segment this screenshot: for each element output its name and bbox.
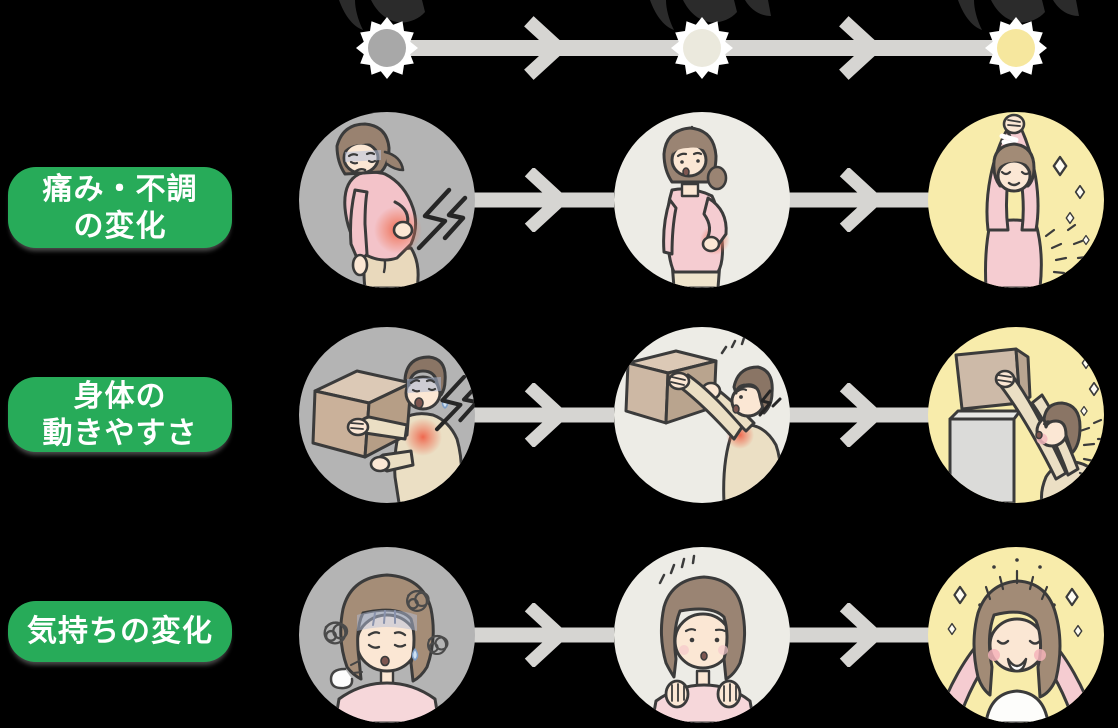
timeline-arrow-icon bbox=[839, 16, 884, 80]
arrow-right-icon bbox=[474, 168, 614, 232]
arrow-right-icon bbox=[789, 383, 929, 447]
row-label-pain-change: 痛み・不調 の変化 bbox=[8, 167, 232, 248]
row-label-line: 痛み・不調 bbox=[42, 172, 198, 206]
row-label-line: 気持ちの変化 bbox=[27, 615, 213, 648]
illustration-man-placing-box-on-shelf bbox=[928, 327, 1104, 503]
illustration-woman-hand-on-hip-recovering bbox=[614, 112, 790, 288]
arrow-right-icon bbox=[474, 603, 614, 667]
illustration-woman-lower-back-pain bbox=[299, 112, 475, 288]
row-label-line: 動きやすさ bbox=[42, 416, 198, 450]
row-label-mobility: 身体の 動きやすさ bbox=[8, 377, 232, 452]
illustration-woman-stretching-refreshed bbox=[928, 112, 1104, 288]
row-label-mood-change: 気持ちの変化 bbox=[8, 601, 232, 662]
timeline-node-stage-1 bbox=[356, 17, 418, 79]
timeline-arrow-icon bbox=[524, 16, 569, 80]
row-label-line: の変化 bbox=[73, 209, 167, 243]
arrow-right-icon bbox=[474, 383, 614, 447]
illustration-man-carrying-box-shoulder-pain bbox=[299, 327, 475, 503]
arrow-right-icon bbox=[789, 168, 929, 232]
illustration-man-lifting-box-improving bbox=[614, 327, 790, 503]
illustration-woman-hopeful-expectant bbox=[614, 547, 790, 723]
timeline bbox=[339, 0, 1079, 80]
arrow-right-icon bbox=[789, 603, 929, 667]
timeline-node-stage-2 bbox=[671, 17, 733, 79]
timeline-node-stage-3 bbox=[985, 17, 1047, 79]
illustration-woman-gloomy-stressed bbox=[299, 547, 475, 723]
illustration-woman-joyful-cheering bbox=[928, 547, 1104, 723]
row-label-line: 身体の bbox=[73, 379, 167, 413]
